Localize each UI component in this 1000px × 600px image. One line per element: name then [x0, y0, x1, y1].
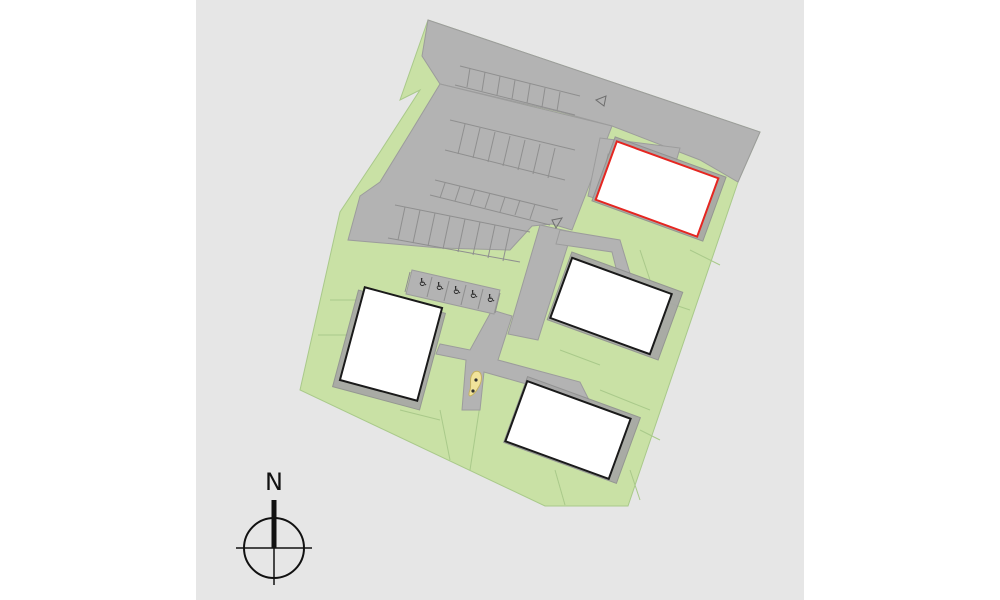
accessible-parking-icon: ♿ — [452, 284, 462, 297]
building-north-east-highlighted[interactable] — [594, 140, 720, 238]
path-accessible-bays — [405, 269, 501, 315]
arrow-icon — [594, 95, 607, 107]
stall-dividers — [397, 67, 561, 262]
buildings — [338, 140, 720, 481]
direction-arrows — [551, 95, 607, 230]
accessible-parking-bays — [404, 271, 501, 314]
north-compass: N — [236, 468, 312, 585]
accessible-parking-icon: ♿ — [418, 276, 428, 289]
building-west[interactable] — [338, 286, 444, 402]
arrow-icon — [551, 217, 564, 230]
parcel-lines — [318, 249, 721, 506]
north-label: N — [265, 468, 283, 496]
accessible-parking-symbols: ♿ ♿ ♿ ♿ ♿ — [418, 276, 496, 305]
car-park-ramp — [507, 224, 573, 341]
playground — [468, 370, 482, 397]
accessible-parking-icon: ♿ — [469, 288, 479, 301]
parking-stalls — [387, 65, 581, 263]
building-east[interactable] — [548, 256, 674, 356]
building-south[interactable] — [504, 379, 632, 481]
accessible-parking-icon: ♿ — [435, 280, 445, 293]
accessible-parking-icon: ♿ — [486, 292, 496, 305]
